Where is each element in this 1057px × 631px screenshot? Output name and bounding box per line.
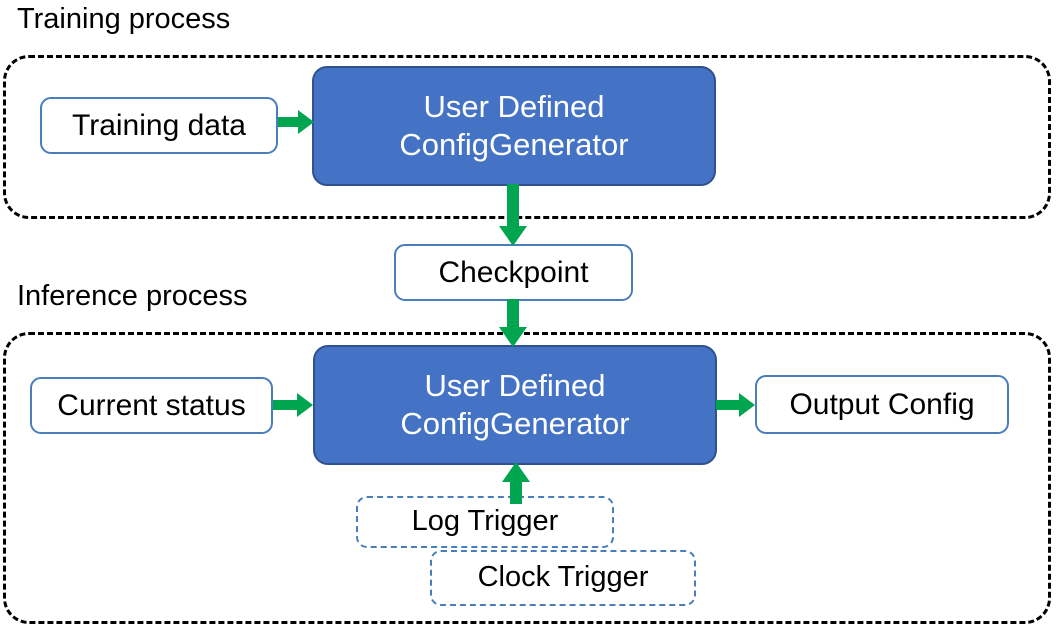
training-generator-label-line2: ConfigGenerator <box>399 127 629 162</box>
inference-process-caption: Inference process <box>17 280 248 312</box>
inference-process-group <box>3 332 1051 624</box>
training-process-group <box>3 55 1051 219</box>
output-config-node[interactable]: Output Config <box>755 375 1009 434</box>
training-user-defined-configgenerator-node[interactable]: User Defined ConfigGenerator <box>312 66 716 186</box>
training-generator-label-line1: User Defined <box>423 89 605 124</box>
training-data-node[interactable]: Training data <box>40 97 278 154</box>
checkpoint-node[interactable]: Checkpoint <box>394 244 633 301</box>
clock-trigger-node[interactable]: Clock Trigger <box>430 550 696 606</box>
current-status-node[interactable]: Current status <box>30 377 273 434</box>
log-trigger-node[interactable]: Log Trigger <box>356 496 614 548</box>
inference-generator-label-line2: ConfigGenerator <box>400 406 630 441</box>
inference-generator-label-line1: User Defined <box>424 368 606 403</box>
inference-user-defined-configgenerator-node[interactable]: User Defined ConfigGenerator <box>313 345 717 465</box>
training-process-caption: Training process <box>17 3 231 35</box>
